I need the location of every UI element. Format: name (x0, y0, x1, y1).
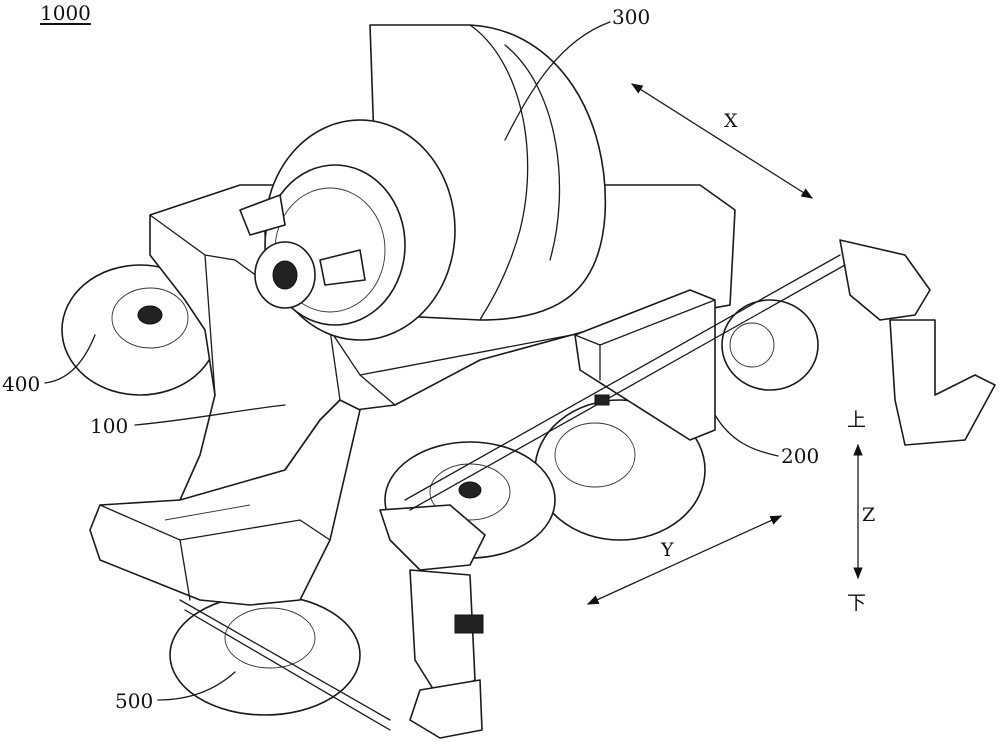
wheel-bottom (169, 594, 361, 716)
axis-label-x: X (724, 110, 738, 132)
axis-arrows (586, 83, 863, 605)
label-generator: 300 (612, 5, 651, 29)
axis-label-y: Y (661, 539, 674, 561)
figure-number: 1000 (40, 1, 91, 25)
generator (239, 24, 607, 341)
wheel-left (61, 264, 219, 396)
label-wheel: 400 (2, 372, 41, 396)
leader-lines (44, 21, 779, 701)
axis-label-z: Z (862, 504, 876, 526)
label-suspension: 500 (115, 689, 154, 713)
rear-wheel-group (534, 299, 819, 541)
axis-label-up: 上 (847, 409, 867, 431)
connector-assembly (179, 239, 996, 739)
label-connector: 200 (781, 444, 820, 468)
axis-label-down: 下 (847, 592, 867, 614)
label-frame: 100 (90, 414, 129, 438)
